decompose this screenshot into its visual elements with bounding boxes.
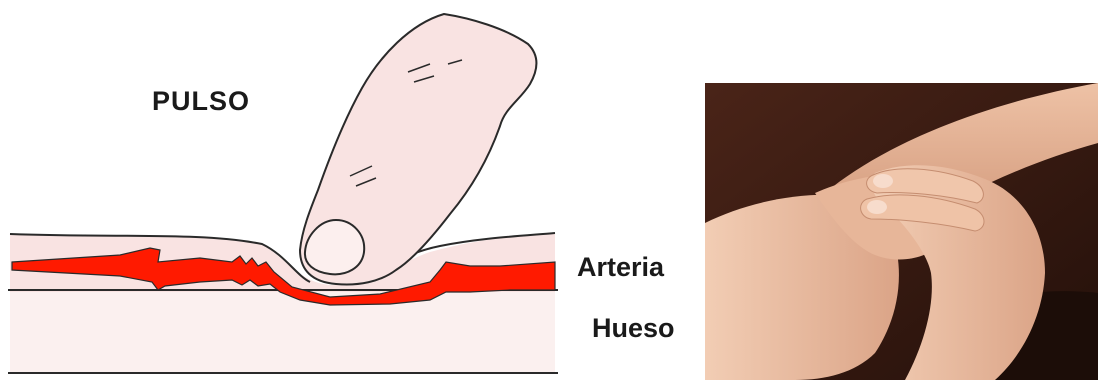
- wrist-pulse-photo: [705, 83, 1098, 380]
- diagram-title: PULSO: [152, 86, 250, 117]
- middle-nail-shape: [867, 200, 887, 214]
- bone-layer: [10, 290, 555, 372]
- index-nail-shape: [873, 174, 893, 188]
- pulse-diagram: PULSO Arteria Hueso: [0, 0, 700, 380]
- artery-label: Arteria: [577, 252, 664, 283]
- wrist-pulse-photo-drawing: [705, 83, 1098, 380]
- bone-label: Hueso: [592, 313, 675, 344]
